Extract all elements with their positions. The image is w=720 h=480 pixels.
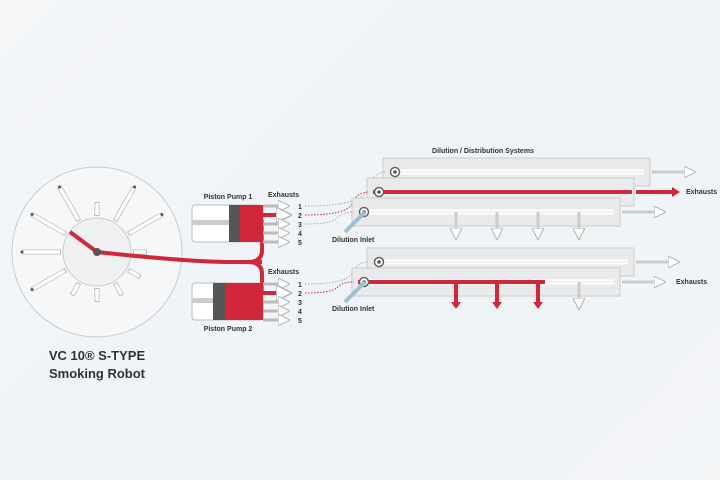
port-number: 4	[298, 309, 302, 316]
cigarette-tip	[30, 288, 34, 291]
port-number: 1	[298, 204, 302, 211]
cigarette-tip	[30, 213, 34, 216]
down-arrowhead	[492, 302, 502, 309]
cigarette-body	[128, 213, 162, 236]
pump-1-label: Piston Pump 1	[204, 194, 253, 201]
dilution-exhausts-label-2: Exhausts	[676, 279, 707, 286]
outlet-arrowhead	[672, 187, 680, 197]
cigarette-body	[70, 283, 81, 296]
smoke-split	[247, 220, 264, 295]
valve-center	[377, 190, 381, 194]
dilution-title: Dilution / Distribution Systems	[432, 148, 534, 155]
cigarette-tip	[20, 250, 24, 254]
port-number: 5	[298, 240, 302, 247]
down-arrowhead	[451, 302, 461, 309]
cigarette-tip	[133, 185, 136, 189]
cigarette-body	[32, 268, 66, 291]
valve-center	[377, 260, 381, 264]
port-number: 2	[298, 291, 302, 298]
cigarette-tip	[160, 213, 164, 216]
smoke-line	[68, 230, 262, 264]
port-number: 5	[298, 318, 302, 325]
dashed-connection	[304, 261, 370, 285]
dashed-connection	[304, 171, 386, 207]
down-arrowhead	[533, 302, 543, 309]
cigarette-body	[32, 213, 66, 236]
dilution-exhausts-label-1: Exhausts	[686, 189, 717, 196]
valve-center	[393, 170, 397, 174]
dashed-connection	[304, 211, 355, 225]
port-number: 3	[298, 300, 302, 307]
robot-subtitle: Smoking Robot	[49, 366, 146, 381]
carousel-hub	[93, 248, 101, 256]
cigarette-body	[58, 187, 81, 221]
port-number: 4	[298, 231, 302, 238]
dashed-connection	[304, 281, 355, 294]
dilution-inlet-label-2: Dilution Inlet	[332, 306, 375, 313]
port-number: 1	[298, 282, 302, 289]
piston-pump-2: Piston Pump 2 Exhausts	[191, 269, 299, 333]
pump-2-exhausts-label: Exhausts	[268, 269, 299, 276]
port-number: 2	[298, 213, 302, 220]
cigarette-body	[128, 268, 141, 279]
pump-2-label: Piston Pump 2	[204, 326, 253, 333]
cigarette-body	[113, 187, 136, 221]
smoking-robot: VC 10® S-TYPE Smoking Robot	[11, 166, 264, 381]
cigarette-body	[113, 283, 124, 296]
dilution-inlet-tube	[343, 280, 367, 304]
dilution-inlet-label-1: Dilution Inlet	[332, 237, 375, 244]
dilution-inlet-tube	[343, 210, 367, 234]
cigarette-tip	[58, 185, 61, 189]
robot-title: VC 10® S-TYPE	[49, 348, 146, 363]
port-number: 3	[298, 222, 302, 229]
dashed-connection	[304, 191, 370, 216]
pump-1-exhausts-label: Exhausts	[268, 192, 299, 199]
